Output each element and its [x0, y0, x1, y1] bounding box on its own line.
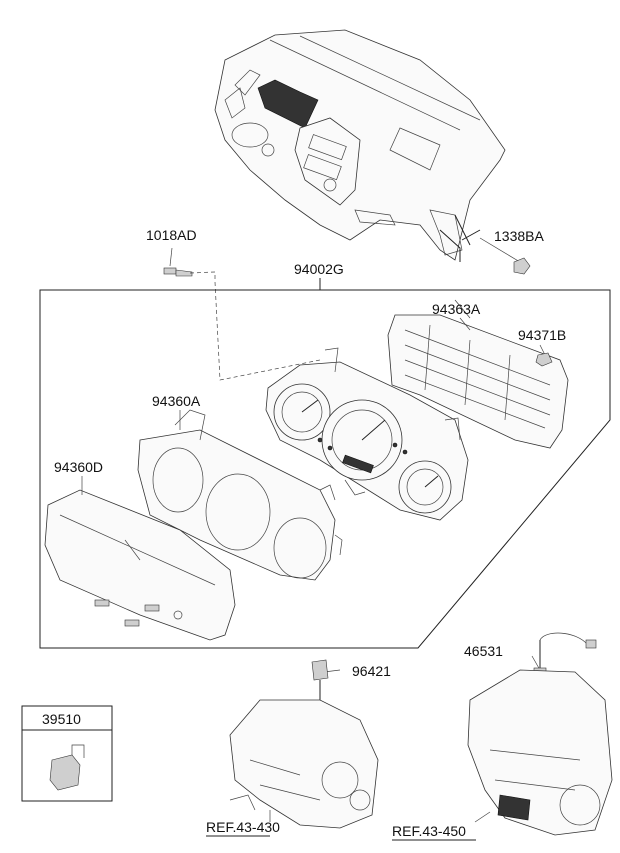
screw-1018AD — [163, 247, 321, 381]
transaxle-43-450 — [467, 669, 613, 836]
label-94360A: 94360A — [152, 393, 201, 409]
bulb-94371B — [535, 344, 553, 367]
back-housing-94363A — [387, 299, 569, 449]
label-ref-43-450: REF.43-450 — [392, 823, 466, 839]
label-94360D: 94360D — [54, 459, 103, 475]
label-ref-43-430: REF.43-430 — [206, 819, 280, 835]
transaxle-43-430 — [229, 699, 379, 829]
label-1018AD: 1018AD — [146, 227, 197, 243]
housing-94360A — [137, 409, 343, 581]
label-39510: 39510 — [42, 711, 81, 727]
label-94002G: 94002G — [294, 261, 344, 277]
label-46531: 46531 — [464, 643, 503, 659]
dashboard-illustration — [214, 29, 506, 262]
label-1338BA: 1338BA — [494, 228, 544, 244]
label-94363A: 94363A — [432, 301, 481, 317]
nut-1338BA — [479, 237, 531, 275]
gauge-cluster-94002G — [265, 347, 469, 521]
label-94371B: 94371B — [518, 327, 566, 343]
assembly-box-outline — [39, 289, 611, 649]
leader-lines — [81, 317, 541, 823]
relay-box-39510 — [21, 705, 113, 802]
label-96421: 96421 — [352, 663, 391, 679]
speed-sensor-96421 — [311, 659, 329, 700]
lens-94360D — [44, 489, 236, 641]
